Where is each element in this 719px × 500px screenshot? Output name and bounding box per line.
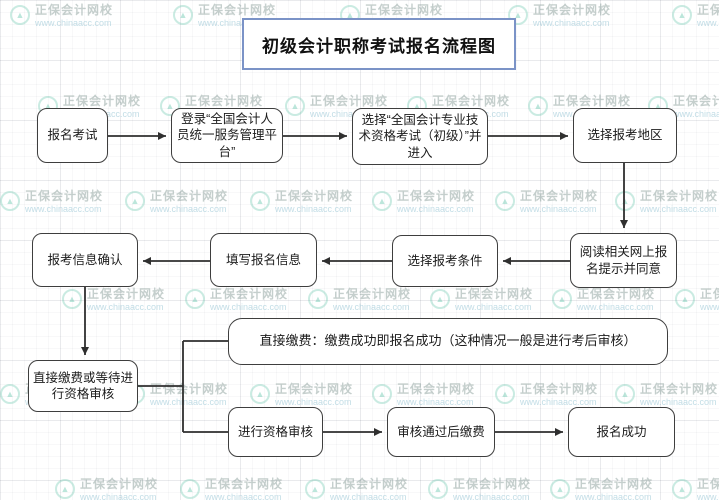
flow-node-qualification-review: 进行资格审核 xyxy=(228,407,323,457)
flow-node-read-agree: 阅读相关网上报名提示并同意 xyxy=(570,233,677,288)
flow-node-select-region: 选择报考地区 xyxy=(573,108,677,163)
flow-node-login: 登录“全国会计人员统一服务管理平台” xyxy=(171,108,283,163)
flow-node-success: 报名成功 xyxy=(568,407,675,457)
flow-node-fill-info: 填写报名信息 xyxy=(210,233,317,287)
flow-node-select-condition: 选择报考条件 xyxy=(392,235,498,287)
flow-node-pay-or-wait: 直接缴费或等待进行资格审核 xyxy=(28,360,138,412)
flow-node-confirm-info: 报考信息确认 xyxy=(32,233,138,287)
flow-node-start: 报名考试 xyxy=(37,108,108,163)
page-title: 初级会计职称考试报名流程图 xyxy=(242,18,516,70)
flow-node-select-exam: 选择“全国会计专业技术资格考试（初级）”并进入 xyxy=(352,108,488,165)
flow-node-direct-pay: 直接缴费：缴费成功即报名成功（这种情况一般是进行考后审核） xyxy=(228,318,668,365)
flow-node-pay-after-review: 审核通过后缴费 xyxy=(387,407,495,457)
